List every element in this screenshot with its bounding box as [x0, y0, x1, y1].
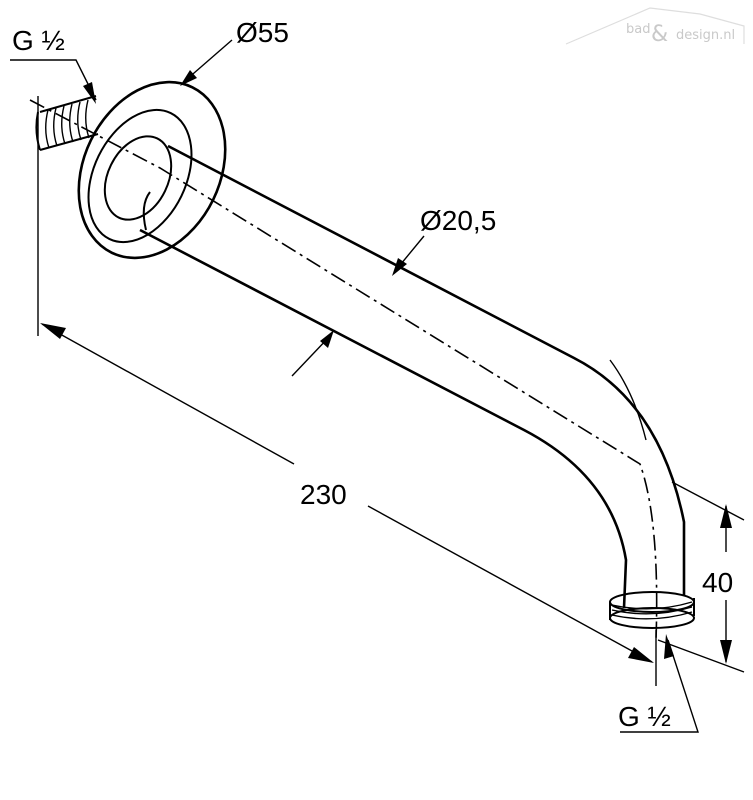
watermark-roof-icon: [565, 7, 745, 45]
outlet-thread: [609, 591, 695, 629]
watermark-ampersand: &: [651, 22, 668, 47]
dimension-outlet-thread: G ½: [618, 634, 699, 733]
watermark-brand-right: design.nl: [676, 28, 735, 43]
shower-arm-body: [29, 80, 695, 641]
dimension-flange-diameter: Ø55: [180, 17, 289, 86]
drop-label: 40: [702, 567, 733, 598]
pipe: [139, 144, 686, 609]
watermark-brand-left: bad: [626, 22, 650, 37]
dimension-pipe-diameter: Ø20,5: [291, 205, 496, 377]
length-label: 230: [300, 479, 347, 510]
dimension-inlet-thread: G ½: [10, 25, 97, 104]
flange: [77, 80, 227, 260]
dimension-length: 230: [37, 96, 657, 686]
flange-diameter-label: Ø55: [236, 17, 289, 48]
inlet-thread-label: G ½: [12, 25, 65, 56]
pipe-centerline: [29, 99, 658, 641]
watermark: bad & design.nl: [565, 7, 745, 47]
outlet-thread-label: G ½: [618, 701, 671, 732]
dimension-drop: 40: [657, 481, 745, 673]
pipe-diameter-label: Ø20,5: [420, 205, 496, 236]
